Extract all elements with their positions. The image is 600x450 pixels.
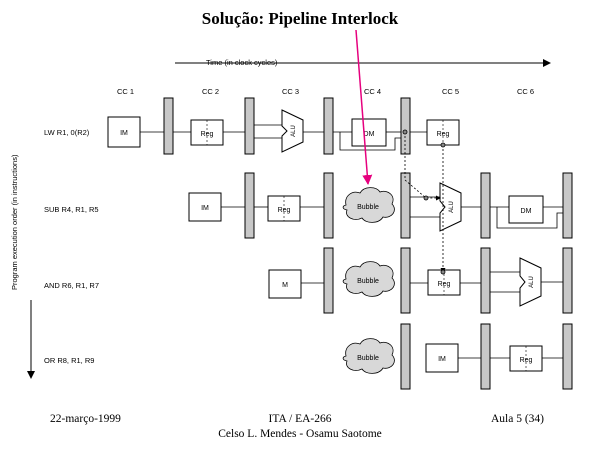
pipeline-register <box>562 247 573 314</box>
im-text: IM <box>201 205 209 212</box>
pipeline-register <box>163 97 174 155</box>
dm-box <box>351 118 387 147</box>
pipeline-register <box>323 247 334 314</box>
footer-page: Aula 5 (34) <box>491 413 545 425</box>
pipeline-register <box>480 247 491 314</box>
im-box <box>107 116 141 148</box>
bubble-text: Bubble <box>357 204 379 211</box>
bubble-text: Bubble <box>357 355 379 362</box>
pipeline-register <box>562 323 573 390</box>
pipeline-register <box>480 323 491 390</box>
bubble-shape <box>342 187 395 223</box>
pipeline-register <box>480 172 491 239</box>
pipeline-row-and: M Bubble Reg ALU <box>268 247 573 314</box>
clock-cycle-label: CC 3 <box>282 87 300 96</box>
alu-text: ALU <box>291 125 297 137</box>
pipeline-register <box>323 172 334 239</box>
dm-text: DM <box>521 208 532 215</box>
im-box <box>188 192 222 222</box>
reg-text: Reg <box>520 357 533 364</box>
pipeline-register <box>400 247 411 314</box>
interlock-arrow <box>355 29 373 185</box>
pipeline-row-or: Bubble IM Reg <box>342 323 573 390</box>
im-text: M <box>282 282 288 289</box>
pipeline-row-lw: IM Reg ALU DM Reg <box>107 97 460 155</box>
bubble-shape <box>342 338 395 374</box>
instruction-label: LW R1, 0(R2) <box>44 128 90 137</box>
im-box <box>268 269 302 299</box>
alu-shape <box>519 257 542 307</box>
clock-cycle-label: CC 6 <box>517 87 535 96</box>
bubble-shape <box>342 261 395 297</box>
alu-text: ALU <box>449 201 455 213</box>
clock-cycle-label: CC 5 <box>442 87 460 96</box>
instruction-label: SUB R4, R1, R5 <box>44 205 99 214</box>
footer-course: ITA / EA-266 <box>268 413 332 425</box>
pipeline-register <box>400 323 411 390</box>
pipeline-register <box>562 172 573 239</box>
pipeline-register <box>244 172 255 239</box>
reg-text: Reg <box>437 131 450 138</box>
alu-text: ALU <box>529 276 535 288</box>
dm-text: DM <box>364 131 375 138</box>
pipeline-row-sub: IM Reg Bubble ALU DM <box>188 172 573 239</box>
im-text: IM <box>120 130 128 137</box>
reg-text: Reg <box>278 207 291 214</box>
im-text: IM <box>438 356 446 363</box>
pipeline-register <box>400 172 411 239</box>
bubble-text: Bubble <box>357 278 379 285</box>
footer-date: 22-março-1999 <box>50 413 121 425</box>
im-box <box>425 343 459 373</box>
instruction-label: OR R8, R1, R9 <box>44 356 95 365</box>
slide-title: Solução: Pipeline Interlock <box>201 9 399 28</box>
pipeline-register <box>400 97 411 155</box>
dm-box <box>508 195 544 224</box>
pipeline-register <box>244 97 255 155</box>
reg-text: Reg <box>201 131 214 138</box>
footer-authors: Celso L. Mendes - Osamu Saotome <box>218 428 382 440</box>
pipeline-register <box>323 97 334 155</box>
clock-cycle-label: CC 4 <box>364 87 382 96</box>
instruction-label: AND R6, R1, R7 <box>44 281 100 290</box>
reg-text: Reg <box>438 281 451 288</box>
clock-cycle-label: CC 2 <box>202 87 220 96</box>
forwarding-paths <box>402 129 446 275</box>
alu-shape <box>281 109 304 153</box>
clock-cycle-label: CC 1 <box>117 87 135 96</box>
alu-shape <box>439 182 462 232</box>
